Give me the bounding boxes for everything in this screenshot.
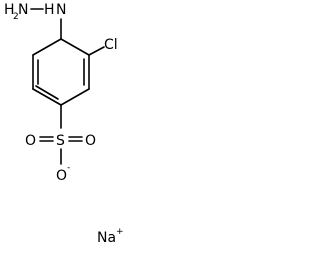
sodium-charge: +: [116, 227, 124, 237]
oxygen-bottom-charge: -: [67, 163, 70, 173]
hydrazine-n1-label: N: [18, 2, 28, 18]
oxygen-bottom-label: O: [56, 168, 67, 184]
sodium-label: Na: [97, 230, 116, 246]
hydrazine-h-label: H: [4, 2, 15, 18]
ring-bond-4: [32, 88, 62, 106]
ring-bond-6: [32, 38, 62, 56]
hydrazine-n2-label: N: [56, 2, 66, 18]
ring-bond-3: [60, 88, 90, 106]
oxygen-right-label: O: [85, 133, 96, 149]
chloro-label: Cl: [104, 37, 118, 53]
hydrazine-nh-h-label: H: [44, 2, 55, 18]
ring-double-bond-bottom-left: [35, 85, 59, 100]
oxygen-left-label: O: [25, 133, 36, 149]
ring-bond-1: [60, 38, 90, 56]
bond-c-cl: [88, 46, 105, 56]
sulfur-label: S: [56, 133, 65, 149]
hydrazine-h-subscript: 2: [13, 12, 19, 22]
chemical-structure-diagram: H 2 N H N Cl S O O O - Na +: [4, 2, 124, 246]
